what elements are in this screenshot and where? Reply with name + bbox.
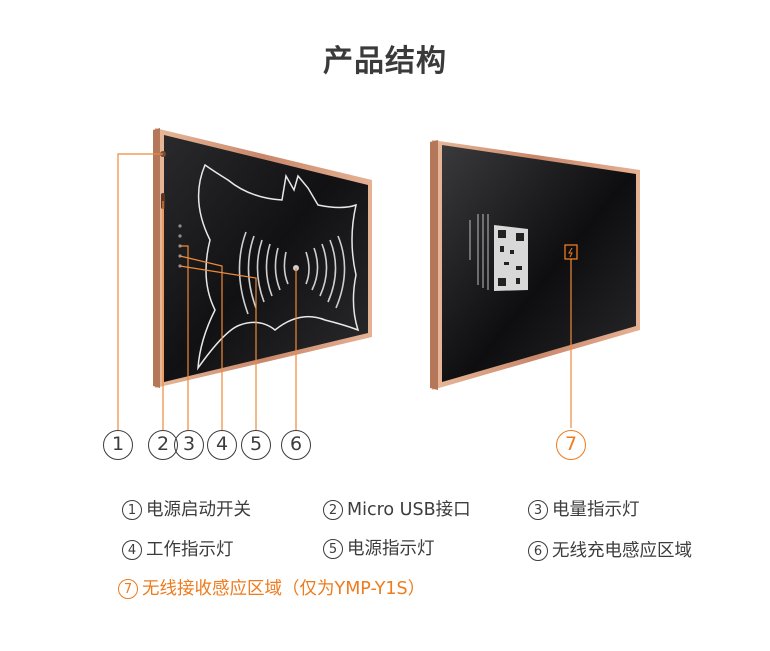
- callout-6: 6: [281, 430, 311, 460]
- bat-outline: [197, 163, 360, 371]
- wireless-coil-icon: [238, 231, 346, 315]
- back-label-text: [469, 214, 489, 290]
- callout-1: 1: [103, 430, 133, 460]
- callout-4: 4: [207, 430, 237, 460]
- back-device: [430, 140, 640, 390]
- qr-code: [494, 225, 528, 291]
- callout-3: 3: [174, 430, 204, 460]
- callout-5: 5: [241, 430, 271, 460]
- page-title: 产品结构: [323, 44, 447, 79]
- leader-lines: [117, 153, 297, 430]
- front-device: [153, 128, 372, 388]
- front-device-glass: [164, 135, 368, 382]
- back-device-glass: [442, 145, 636, 382]
- callout-7: 7: [556, 430, 586, 460]
